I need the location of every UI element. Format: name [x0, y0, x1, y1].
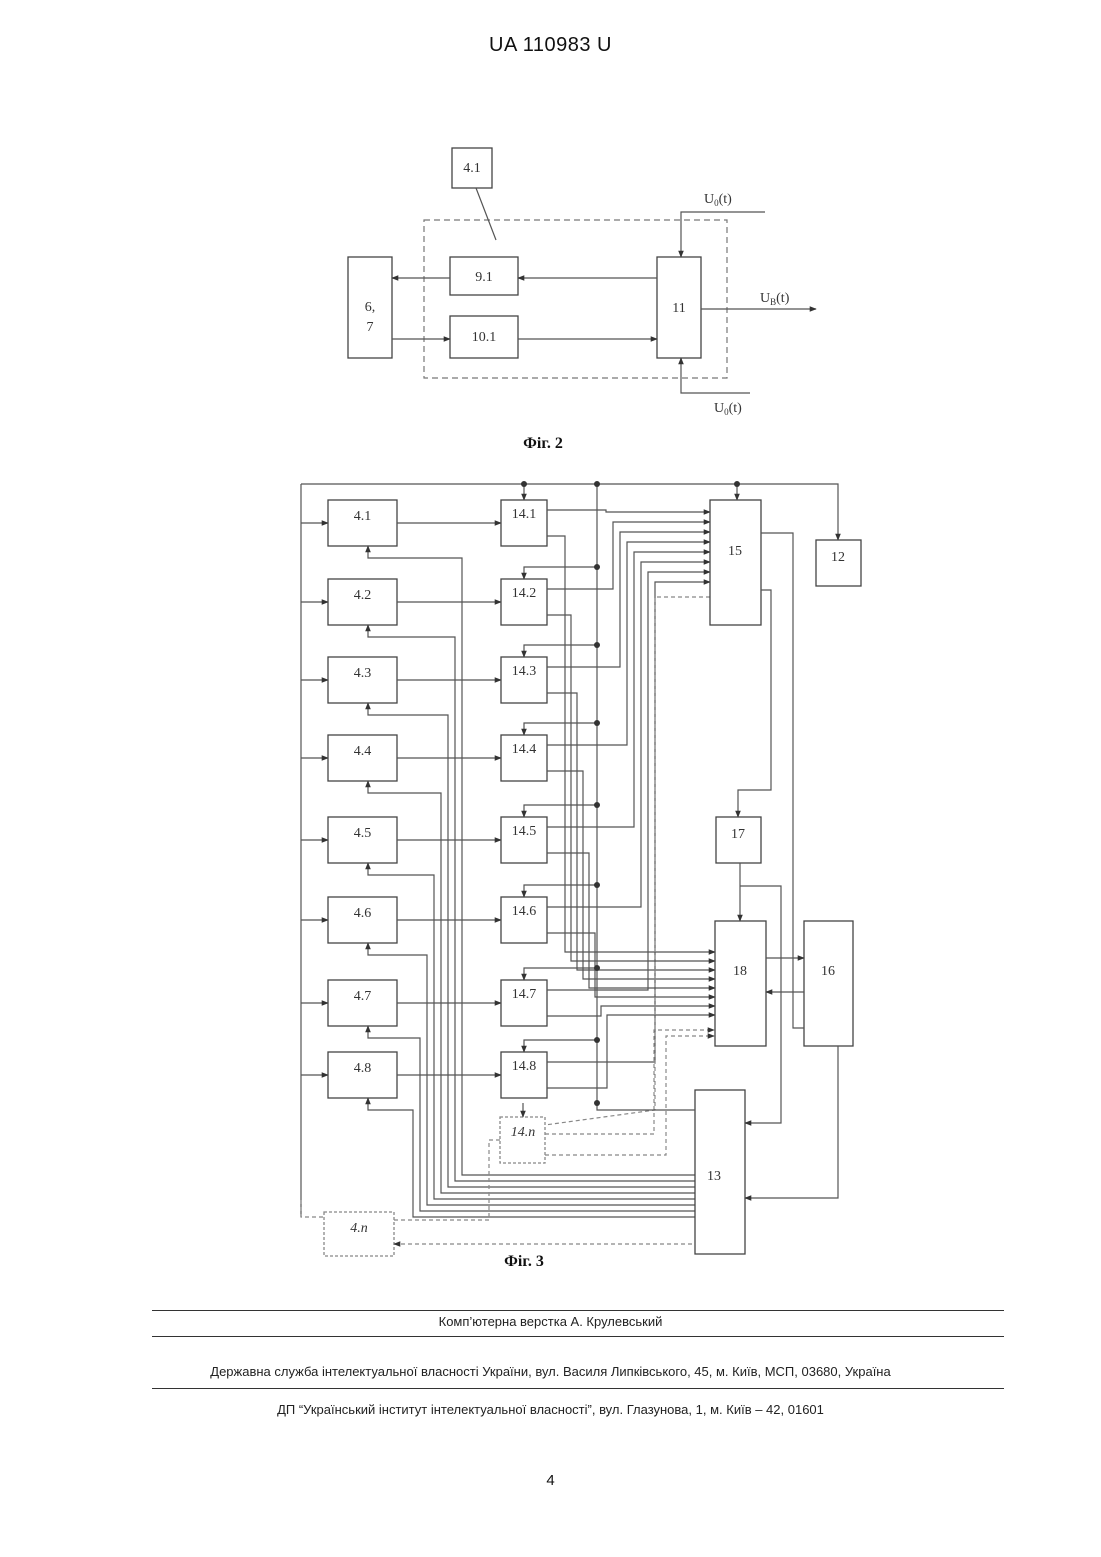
footer-agency: Державна служба інтелектуальної власност… [0, 1364, 1101, 1379]
fig3-label-14-1: 14.1 [512, 507, 537, 522]
figure-2: 4.1 9.1 10.1 6, 7 11 U0(t) UB(t) U0(t) Ф… [348, 148, 816, 452]
fig2-signal-ub: UB(t) [760, 291, 790, 307]
fig3-label-4-5: 4.5 [354, 826, 372, 841]
fig2-label-7: 7 [367, 320, 374, 335]
fig2-signal-u0-bottom: U0(t) [714, 401, 742, 417]
fig3-label-4-2: 4.2 [354, 588, 372, 603]
fig2-caption: Фіг. 2 [523, 435, 563, 452]
fig3-label-4-1: 4.1 [354, 509, 372, 524]
fig3-label-14-4: 14.4 [512, 742, 537, 757]
footer-rule-1 [152, 1310, 1004, 1311]
fig3-label-14-2: 14.2 [512, 586, 537, 601]
fig3-label-18: 18 [733, 964, 747, 979]
fig3-label-12: 12 [831, 550, 845, 565]
fig3-label-4-8: 4.8 [354, 1061, 372, 1076]
fig3-label-14-7: 14.7 [512, 987, 537, 1002]
fig2-label-11: 11 [672, 301, 685, 316]
fig3-label-16: 16 [821, 964, 835, 979]
fig3-block-15 [710, 500, 761, 625]
footer-rule-2 [152, 1336, 1004, 1337]
fig3-block-16 [804, 921, 853, 1046]
fig3-block-18 [715, 921, 766, 1046]
fig3-label-17: 17 [731, 827, 745, 842]
fig3-label-4-4: 4.4 [354, 744, 372, 759]
fig3-label-13: 13 [707, 1169, 721, 1184]
fig3-label-14-5: 14.5 [512, 824, 537, 839]
fig2-label-9-1: 9.1 [475, 270, 493, 285]
fig2-leader-line [476, 188, 496, 240]
fig3-label-14-8: 14.8 [512, 1059, 537, 1074]
fig3-label-4-6: 4.6 [354, 906, 372, 921]
fig3-block-14-n [500, 1117, 545, 1163]
fig3-label-14-3: 14.3 [512, 664, 537, 679]
fig2-label-4-1: 4.1 [463, 161, 481, 176]
fig3-label-15: 15 [728, 544, 742, 559]
footer-typesetting: Комп’ютерна верстка А. Крулевський [0, 1314, 1101, 1329]
footer-rule-3 [152, 1388, 1004, 1389]
footer-institute: ДП “Український інститут інтелектуальної… [0, 1402, 1101, 1417]
fig3-label-14-n: 14.n [511, 1125, 536, 1140]
page-number: 4 [0, 1472, 1101, 1489]
fig3-label-4-7: 4.7 [354, 989, 372, 1004]
fig3-label-14-6: 14.6 [512, 904, 537, 919]
fig2-signal-u0-top: U0(t) [704, 192, 732, 208]
fig2-label-10-1: 10.1 [472, 330, 497, 345]
fig3-label-4-n: 4.n [350, 1221, 368, 1236]
fig3-label-4-3: 4.3 [354, 666, 372, 681]
fig3-caption: Фіг. 3 [504, 1253, 544, 1270]
figure-3: 4.1 14.1 4.2 14.2 4.3 14.3 4.4 14.4 4.5 14.5 4.6 14… [301, 481, 861, 1270]
fig2-label-6: 6, [365, 300, 376, 315]
